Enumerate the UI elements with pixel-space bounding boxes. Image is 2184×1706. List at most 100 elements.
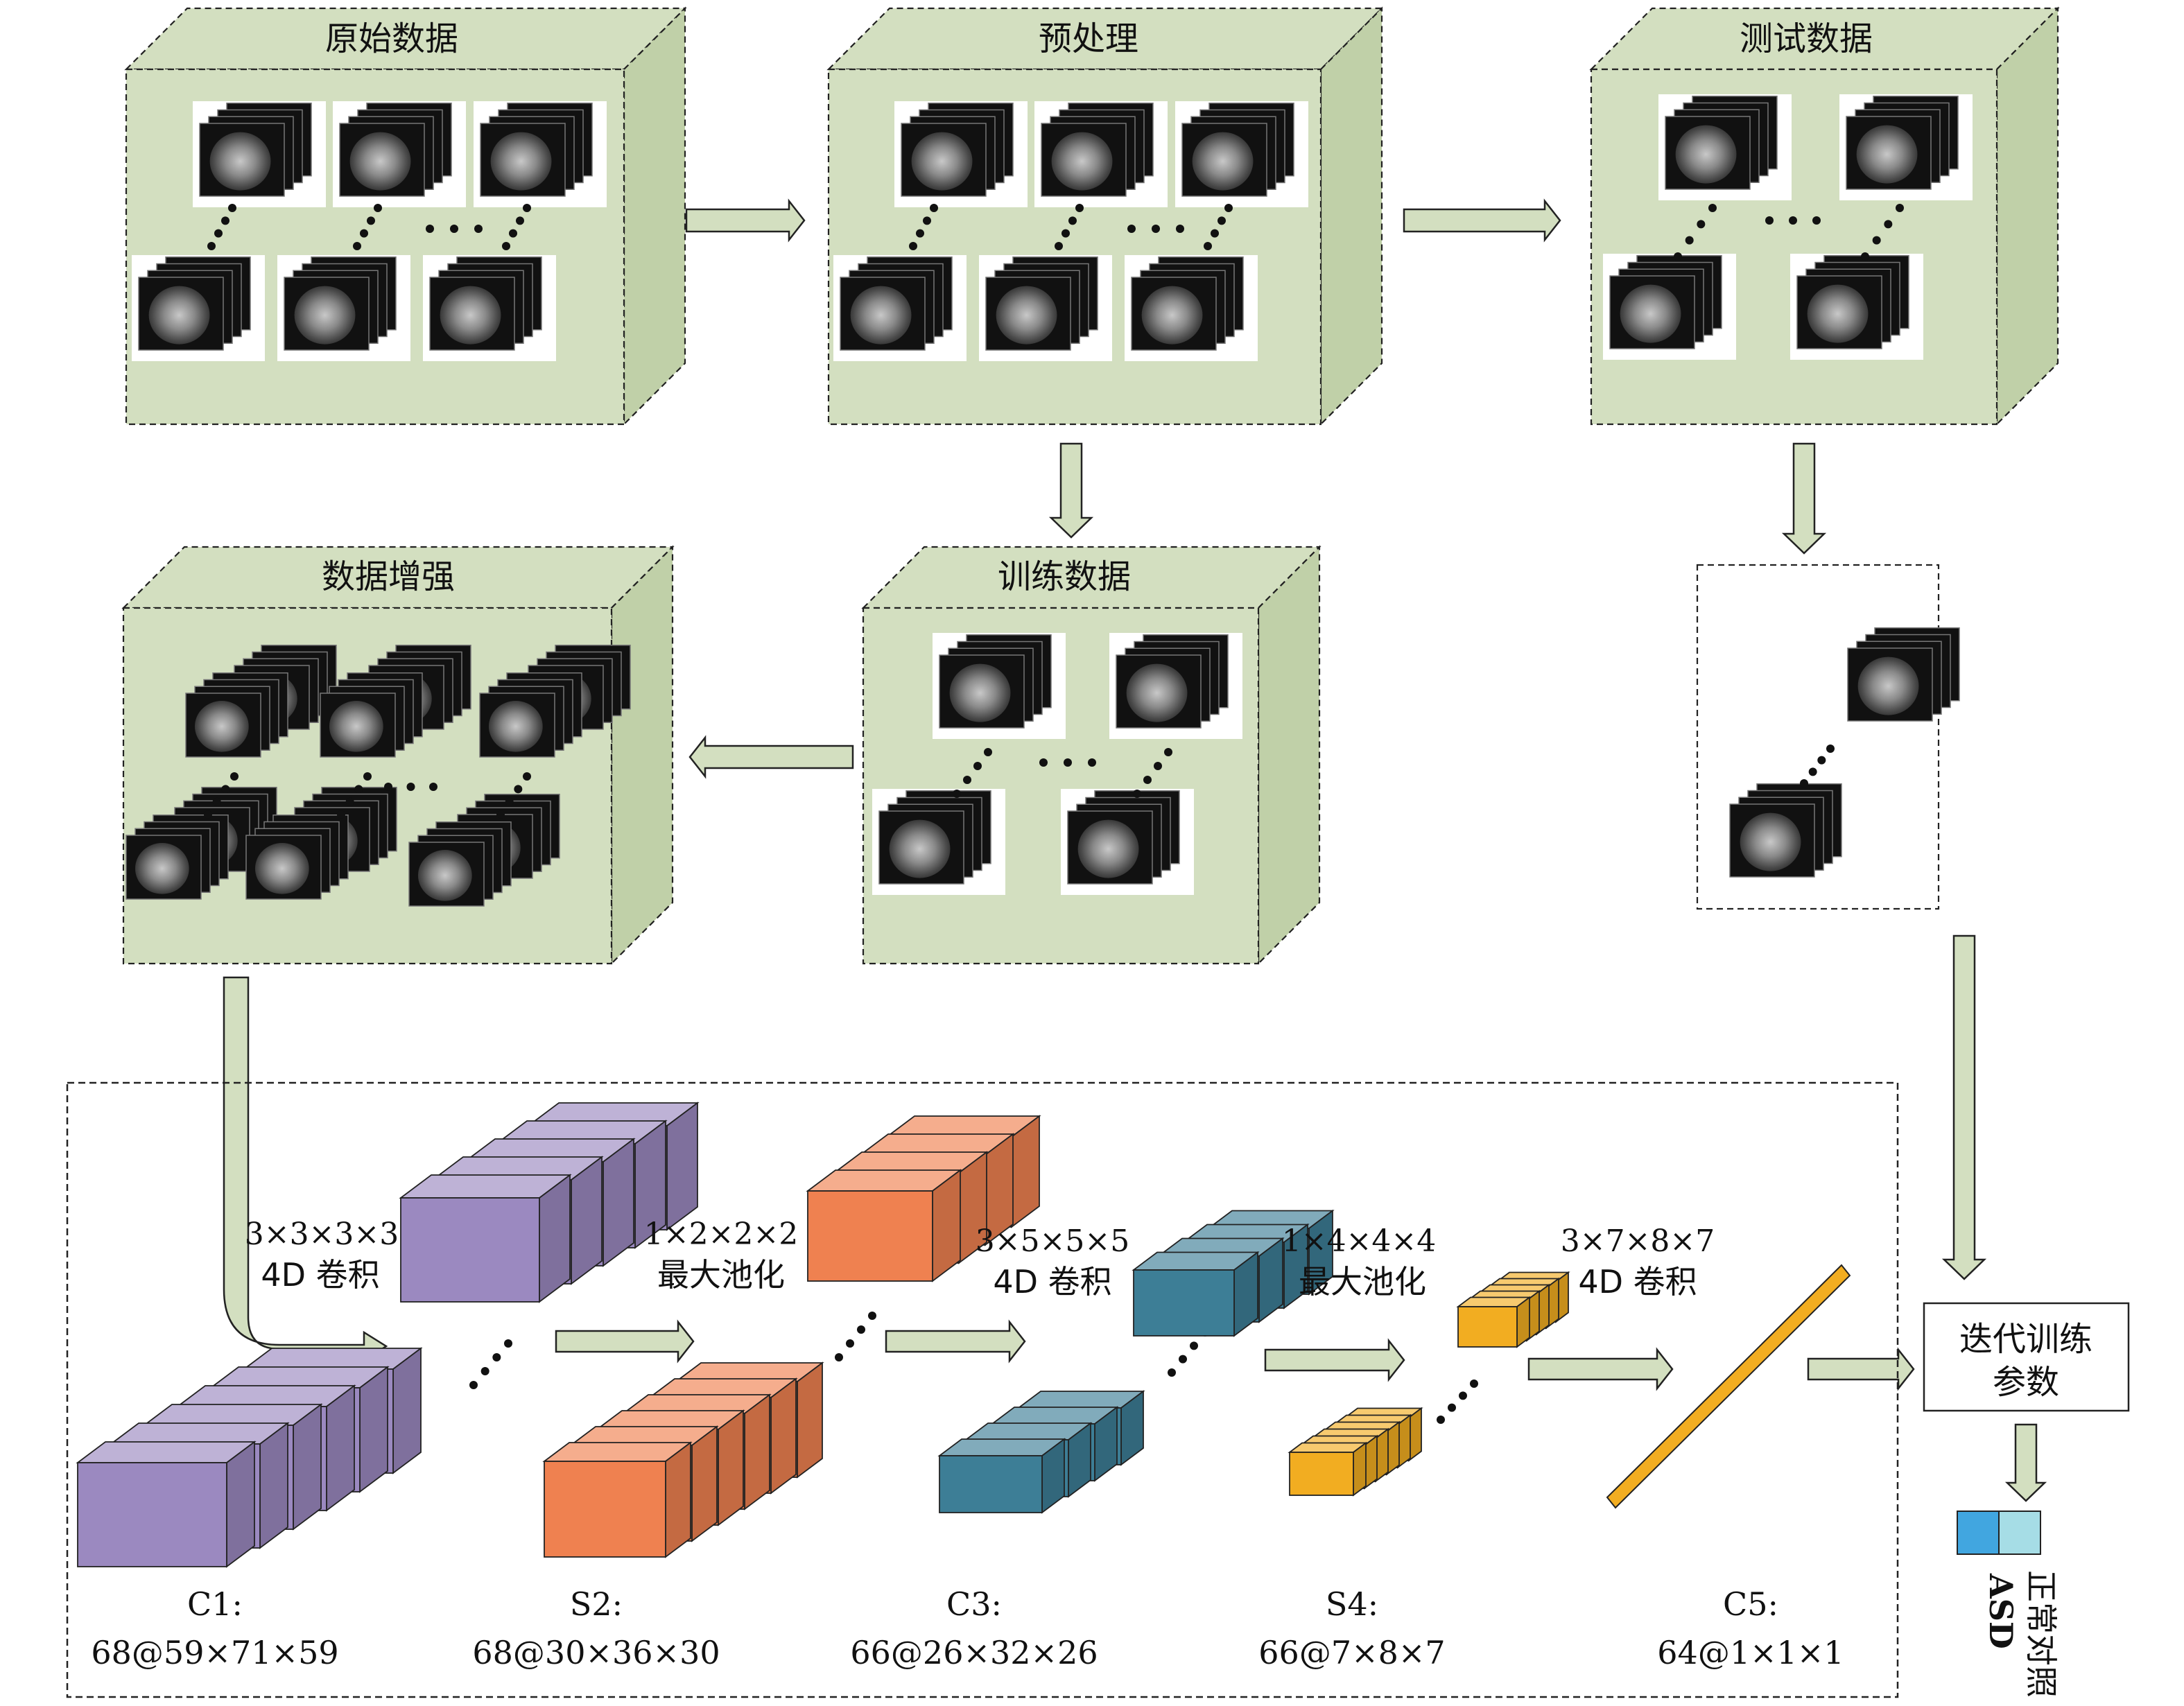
arrow-c5-to-training xyxy=(1807,1347,1915,1391)
s2-upper-1 xyxy=(806,1169,962,1282)
iterative-training-label-1: 迭代训练 xyxy=(1959,1320,2092,1359)
pre-vol-6 xyxy=(1125,255,1258,361)
aug-dots-1 xyxy=(204,772,239,819)
aug-pair-6-front xyxy=(408,821,512,907)
pre-dots-h-dot xyxy=(1176,225,1184,233)
c1-lower-6-top xyxy=(242,1348,423,1370)
layer-c5-name: C5: xyxy=(1723,1585,1778,1623)
c1-lower-6-side xyxy=(392,1347,422,1474)
train-dots-1-dot xyxy=(953,790,961,798)
op-2-dims: 1×2×2×2 xyxy=(644,1217,799,1252)
raw-vol-4 xyxy=(132,255,265,361)
op-2-name: 最大池化 xyxy=(657,1256,785,1294)
train-vol-4 xyxy=(1061,789,1194,895)
s4-lower-1-side xyxy=(1353,1441,1367,1497)
layer-c1-shape: 68@59×71×59 xyxy=(91,1634,338,1671)
pre-vol-3-brain xyxy=(1192,132,1254,191)
pre-dots-3 xyxy=(1204,204,1233,250)
op-1-name: 4D 卷积 xyxy=(261,1256,379,1294)
c3-lower-1 xyxy=(937,1438,1066,1514)
pre-dots-1-dot xyxy=(916,229,924,238)
pre-vol-3 xyxy=(1175,101,1308,207)
panel-test xyxy=(1589,6,2060,426)
train-vol-3 xyxy=(872,789,1005,895)
aug-pair-6-front-brain xyxy=(417,850,472,901)
raw-vol-2-brain xyxy=(349,132,411,191)
s2-lower-1 xyxy=(542,1441,693,1558)
c1-lower-4-side xyxy=(326,1384,355,1512)
op-1-dims: 3×3×3×3 xyxy=(245,1217,399,1252)
c1-lower-1 xyxy=(76,1440,257,1568)
c3-dots-dot xyxy=(1179,1355,1187,1364)
s4-dots-dot xyxy=(1448,1403,1456,1412)
aug-dots-2-dot xyxy=(363,772,372,781)
aug-dots-1-dot xyxy=(204,810,212,819)
c1-lower-1-front xyxy=(77,1462,227,1567)
pre-dots-2-dot xyxy=(1075,204,1084,212)
s2-dots-dot xyxy=(846,1339,854,1348)
aug-dots-3-dot xyxy=(496,810,505,819)
aug-pair-3-front-brain xyxy=(488,701,543,752)
iterative-training-label-2: 参数 xyxy=(1993,1363,2059,1402)
aug-dots-1-dot xyxy=(221,785,230,794)
panel-preprocess-top xyxy=(826,7,1384,71)
test-dots-2-dot xyxy=(1896,204,1904,212)
aug-pair-2-front xyxy=(320,672,423,758)
pre-dots-1-dot xyxy=(930,204,938,212)
c1-lower-1-side xyxy=(226,1440,255,1568)
aug-pair-5-front-brain xyxy=(254,843,309,894)
s4-lower-1 xyxy=(1288,1441,1368,1497)
sample-vol-1 xyxy=(1847,627,1960,722)
raw-vol-6 xyxy=(423,255,556,361)
test-vol-1-brain xyxy=(1675,125,1737,184)
stage-title-augment: 数据增强 xyxy=(322,557,455,596)
test-vol-2 xyxy=(1839,94,1973,200)
aug-dots-3-dot xyxy=(523,772,531,781)
raw-dots-h xyxy=(426,225,483,233)
aug-pair-4-front xyxy=(125,815,229,900)
test-vol-4-brain xyxy=(1807,284,1869,343)
c1-upper-1 xyxy=(399,1174,572,1303)
raw-dots-2-dot xyxy=(374,204,382,212)
s2-dots-dot xyxy=(857,1325,865,1334)
train-dots-2-dot xyxy=(1143,776,1152,784)
s4-dots-dot xyxy=(1470,1379,1478,1388)
sample-vol-1-brain xyxy=(1857,656,1919,715)
aug-dots-3 xyxy=(496,772,531,819)
train-vol-1-brain xyxy=(949,663,1011,722)
op-4-name: 最大池化 xyxy=(1299,1263,1426,1300)
raw-dots-3-dot xyxy=(509,229,517,238)
network-frame xyxy=(66,1081,1899,1698)
train-dots-1-dot xyxy=(984,748,992,756)
pre-dots-2-dot xyxy=(1068,216,1077,225)
raw-dots-1 xyxy=(207,204,236,250)
s4-upper-1 xyxy=(1456,1296,1532,1348)
layer-s4-name: S4: xyxy=(1326,1585,1378,1623)
sample-dots-dot xyxy=(1800,779,1808,787)
stage-title-test: 测试数据 xyxy=(1740,19,1873,58)
raw-dots-h-dot xyxy=(450,225,458,233)
aug-dots-1-dot xyxy=(212,797,221,806)
aug-dots-2-dot xyxy=(337,810,345,819)
pre-dots-1-dot xyxy=(909,242,917,250)
pre-vol-5-brain xyxy=(996,286,1057,345)
sample-dots-dot xyxy=(1808,767,1817,776)
raw-dots-h-dot xyxy=(426,225,434,233)
pre-dots-1 xyxy=(909,204,938,250)
s2-dots-dot xyxy=(835,1353,843,1361)
train-dots-2-dot xyxy=(1154,762,1162,770)
train-dots-h-dot xyxy=(1064,758,1072,767)
pre-dots-3-dot xyxy=(1204,242,1212,250)
layer-c3-name: C3: xyxy=(946,1585,1002,1623)
raw-dots-2-dot xyxy=(360,229,368,238)
test-dots-2-dot xyxy=(1861,252,1869,261)
test-dots-h-dot xyxy=(1812,216,1821,225)
c1-lower-3-top xyxy=(142,1404,323,1426)
arrow-sample-to-training xyxy=(1941,934,1987,1280)
aug-dots-h xyxy=(384,783,437,791)
c1-lower-2-side xyxy=(259,1422,288,1549)
panel-augment-side xyxy=(610,545,674,966)
pre-dots-3-dot xyxy=(1217,216,1226,225)
